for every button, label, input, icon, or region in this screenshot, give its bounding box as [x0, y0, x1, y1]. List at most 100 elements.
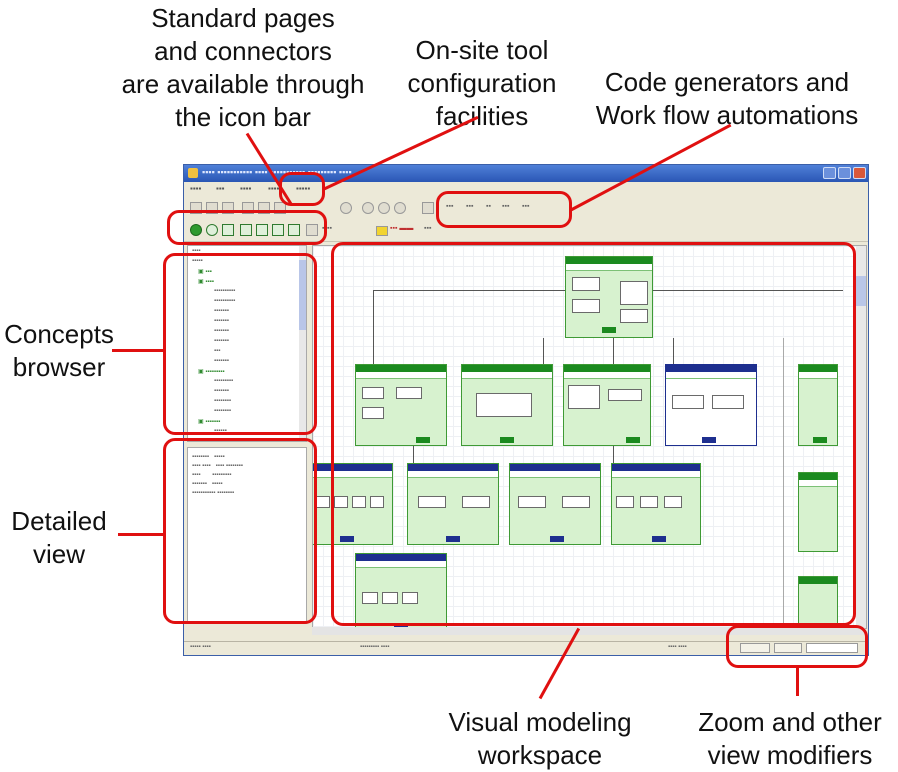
node-element[interactable]: [370, 496, 384, 508]
node-subtitle: [799, 480, 837, 487]
zoom-select[interactable]: [806, 643, 858, 653]
scrollbar-thumb[interactable]: [299, 260, 306, 330]
node-element[interactable]: [572, 277, 600, 291]
workspace-scrollbar[interactable]: [856, 246, 866, 628]
page-node[interactable]: [798, 576, 838, 628]
node-element[interactable]: [620, 281, 648, 305]
menu-item[interactable]: ▪▪▪▪: [240, 184, 252, 193]
view-modifier-button[interactable]: [774, 643, 802, 653]
list-item[interactable]: ▪▪▪▪▪▪▪: [214, 358, 229, 364]
window-minimize-icon[interactable]: [823, 167, 836, 179]
folder-icon[interactable]: ▣ ▪▪▪▪▪▪▪▪▪: [198, 369, 225, 375]
list-item[interactable]: ▪▪▪▪▪▪: [214, 428, 227, 434]
node-element[interactable]: [518, 496, 546, 508]
list-item[interactable]: ▪▪▪▪▪▪▪▪▪▪: [214, 288, 236, 294]
node-element[interactable]: [640, 496, 658, 508]
node-element[interactable]: [664, 496, 682, 508]
node-element[interactable]: [568, 385, 600, 409]
node-element[interactable]: [396, 387, 422, 399]
workspace-horizontal-scrollbar[interactable]: [312, 627, 865, 635]
page-node[interactable]: [313, 463, 393, 545]
page-node[interactable]: [407, 463, 499, 545]
node-element[interactable]: [712, 395, 744, 409]
highlight-tool-config: [279, 172, 325, 206]
node-element[interactable]: [608, 389, 642, 401]
browser-scrollbar[interactable]: [299, 246, 306, 441]
folder-icon[interactable]: ▣ ▪▪▪▪: [198, 279, 214, 285]
list-item[interactable]: ▪▪▪▪▪▪▪: [214, 318, 229, 324]
page-icon[interactable]: [272, 224, 284, 236]
node-element[interactable]: [362, 407, 384, 419]
node-element[interactable]: [362, 387, 384, 399]
list-item[interactable]: ▪▪▪▪▪: [192, 258, 203, 264]
codegen-button[interactable]: ▪▪▪: [522, 203, 530, 210]
folder-icon[interactable]: ▣ ▪▪▪: [198, 269, 212, 275]
page-icon[interactable]: [190, 224, 202, 236]
app-icon: [188, 168, 198, 178]
cut-tool-icon[interactable]: [422, 202, 434, 214]
node-element[interactable]: [402, 592, 418, 604]
node-element[interactable]: [476, 393, 532, 417]
visual-modeling-workspace[interactable]: [312, 245, 867, 629]
detailed-view[interactable]: ▪▪▪▪▪▪▪▪ ▪▪▪▪▪ ▪▪▪▪ ▪▪▪▪ ▪▪▪▪ ▪▪▪▪▪▪▪▪ ▪…: [187, 447, 307, 624]
page-icon[interactable]: [256, 224, 268, 236]
page-node[interactable]: [563, 364, 651, 446]
page-node[interactable]: [798, 472, 838, 552]
node-element[interactable]: [562, 496, 590, 508]
list-item[interactable]: ▪▪▪▪▪▪▪▪▪: [214, 378, 234, 384]
node-element[interactable]: [334, 496, 348, 508]
page-node[interactable]: [798, 364, 838, 446]
node-element[interactable]: [418, 496, 446, 508]
page-node[interactable]: [355, 553, 447, 628]
list-item[interactable]: ▪▪▪▪▪▪▪▪: [214, 408, 232, 414]
list-item[interactable]: ▪▪▪: [214, 348, 221, 354]
refresh-icon[interactable]: [394, 202, 406, 214]
connector-line: [783, 338, 784, 628]
page-node[interactable]: [461, 364, 553, 446]
window-close-icon[interactable]: [853, 167, 866, 179]
node-element[interactable]: [362, 592, 378, 604]
node-element[interactable]: [352, 496, 366, 508]
window-maximize-icon[interactable]: [838, 167, 851, 179]
undo-icon[interactable]: [340, 202, 352, 214]
node-element[interactable]: [382, 592, 398, 604]
node-element[interactable]: [316, 496, 330, 508]
menu-item[interactable]: ▪▪▪▪: [268, 184, 280, 193]
menu-item[interactable]: ▪▪▪▪: [190, 184, 202, 193]
codegen-button[interactable]: ▪▪▪: [466, 203, 474, 210]
list-item[interactable]: ▪▪▪▪▪▪▪: [214, 338, 229, 344]
page-node[interactable]: [565, 256, 653, 338]
node-element[interactable]: [620, 309, 648, 323]
page-node[interactable]: [611, 463, 701, 545]
page-icon[interactable]: [288, 224, 300, 236]
node-element[interactable]: [572, 299, 600, 313]
list-item[interactable]: ▪▪▪▪▪▪▪▪▪▪: [214, 298, 236, 304]
menu-item[interactable]: ▪▪▪: [216, 184, 225, 193]
color-swatch[interactable]: [376, 226, 388, 236]
page-icon[interactable]: [222, 224, 234, 236]
page-icon[interactable]: [240, 224, 252, 236]
node-element[interactable]: [616, 496, 634, 508]
list-item[interactable]: ▪▪▪▪▪▪▪: [214, 328, 229, 334]
connector-icon[interactable]: [206, 224, 218, 236]
page-node[interactable]: [355, 364, 447, 446]
node-element[interactable]: [672, 395, 704, 409]
scrollbar-thumb[interactable]: [856, 276, 866, 306]
codegen-button[interactable]: ▪▪▪: [502, 203, 510, 210]
list-item[interactable]: ▪▪▪▪▪▪▪: [214, 308, 229, 314]
page-node[interactable]: [665, 364, 757, 446]
codegen-button[interactable]: ▪▪▪: [446, 203, 454, 210]
zoom-out-icon[interactable]: [378, 202, 390, 214]
list-item[interactable]: ▪▪▪▪▪▪▪▪: [214, 398, 232, 404]
codegen-button[interactable]: ▪▪: [486, 203, 491, 210]
node-element[interactable]: [462, 496, 490, 508]
list-item[interactable]: ▪▪▪▪: [192, 248, 201, 254]
node-header: [462, 365, 552, 372]
list-item[interactable]: ▪▪▪▪▪▪▪: [214, 388, 229, 394]
page-node[interactable]: [509, 463, 601, 545]
menu-item-tools[interactable]: ▪▪▪▪▪: [296, 184, 311, 193]
concepts-browser[interactable]: ▪▪▪▪ ▪▪▪▪▪ ▣ ▪▪▪ ▣ ▪▪▪▪ ▪▪▪▪▪▪▪▪▪▪ ▪▪▪▪▪…: [187, 245, 307, 442]
zoom-icon[interactable]: [362, 202, 374, 214]
view-modifier-button[interactable]: [740, 643, 770, 653]
folder-icon[interactable]: ▣ ▪▪▪▪▪▪▪: [198, 419, 221, 425]
